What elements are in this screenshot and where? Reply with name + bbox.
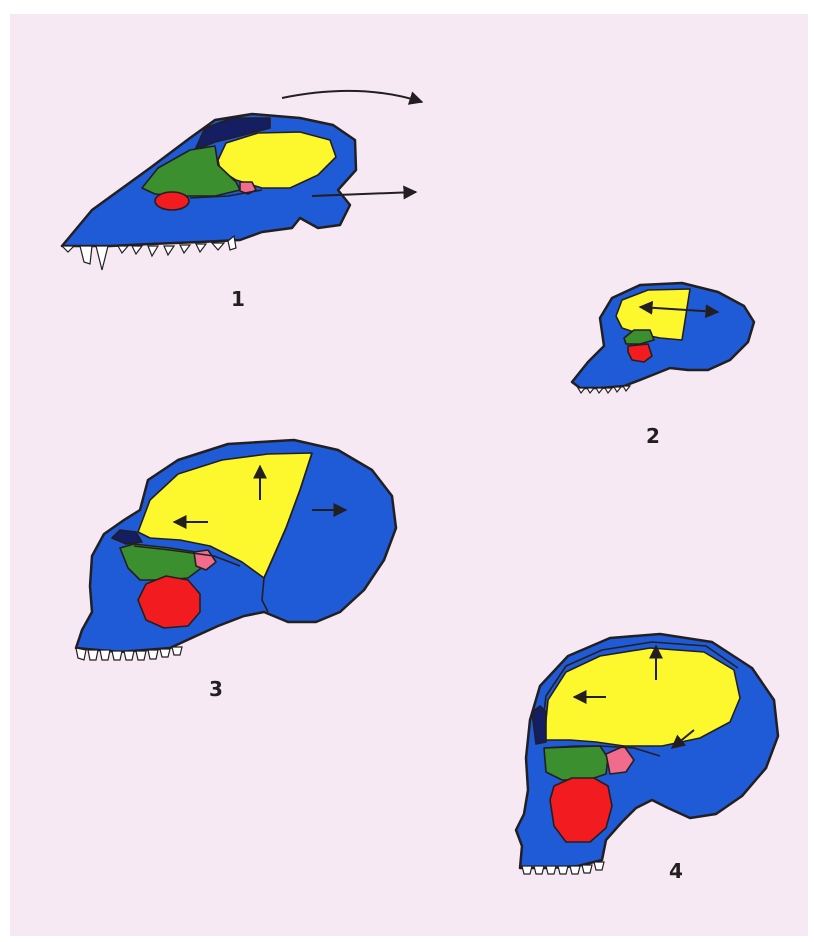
skull-3: 3: [76, 440, 396, 701]
skull-1-red-region: [155, 192, 189, 210]
skull-2-red-region: [628, 344, 652, 362]
skull-2: 2: [572, 283, 754, 448]
skull-1-arrow-upper: [282, 91, 422, 102]
label-1: 1: [231, 287, 245, 311]
label-2: 2: [646, 424, 660, 448]
skull-4: 4: [516, 634, 778, 883]
label-3: 3: [209, 677, 223, 701]
skull-3-red-region: [138, 576, 200, 628]
skull-4-green-region: [544, 746, 608, 780]
label-4: 4: [669, 859, 683, 883]
skull-1: 1: [62, 91, 422, 311]
